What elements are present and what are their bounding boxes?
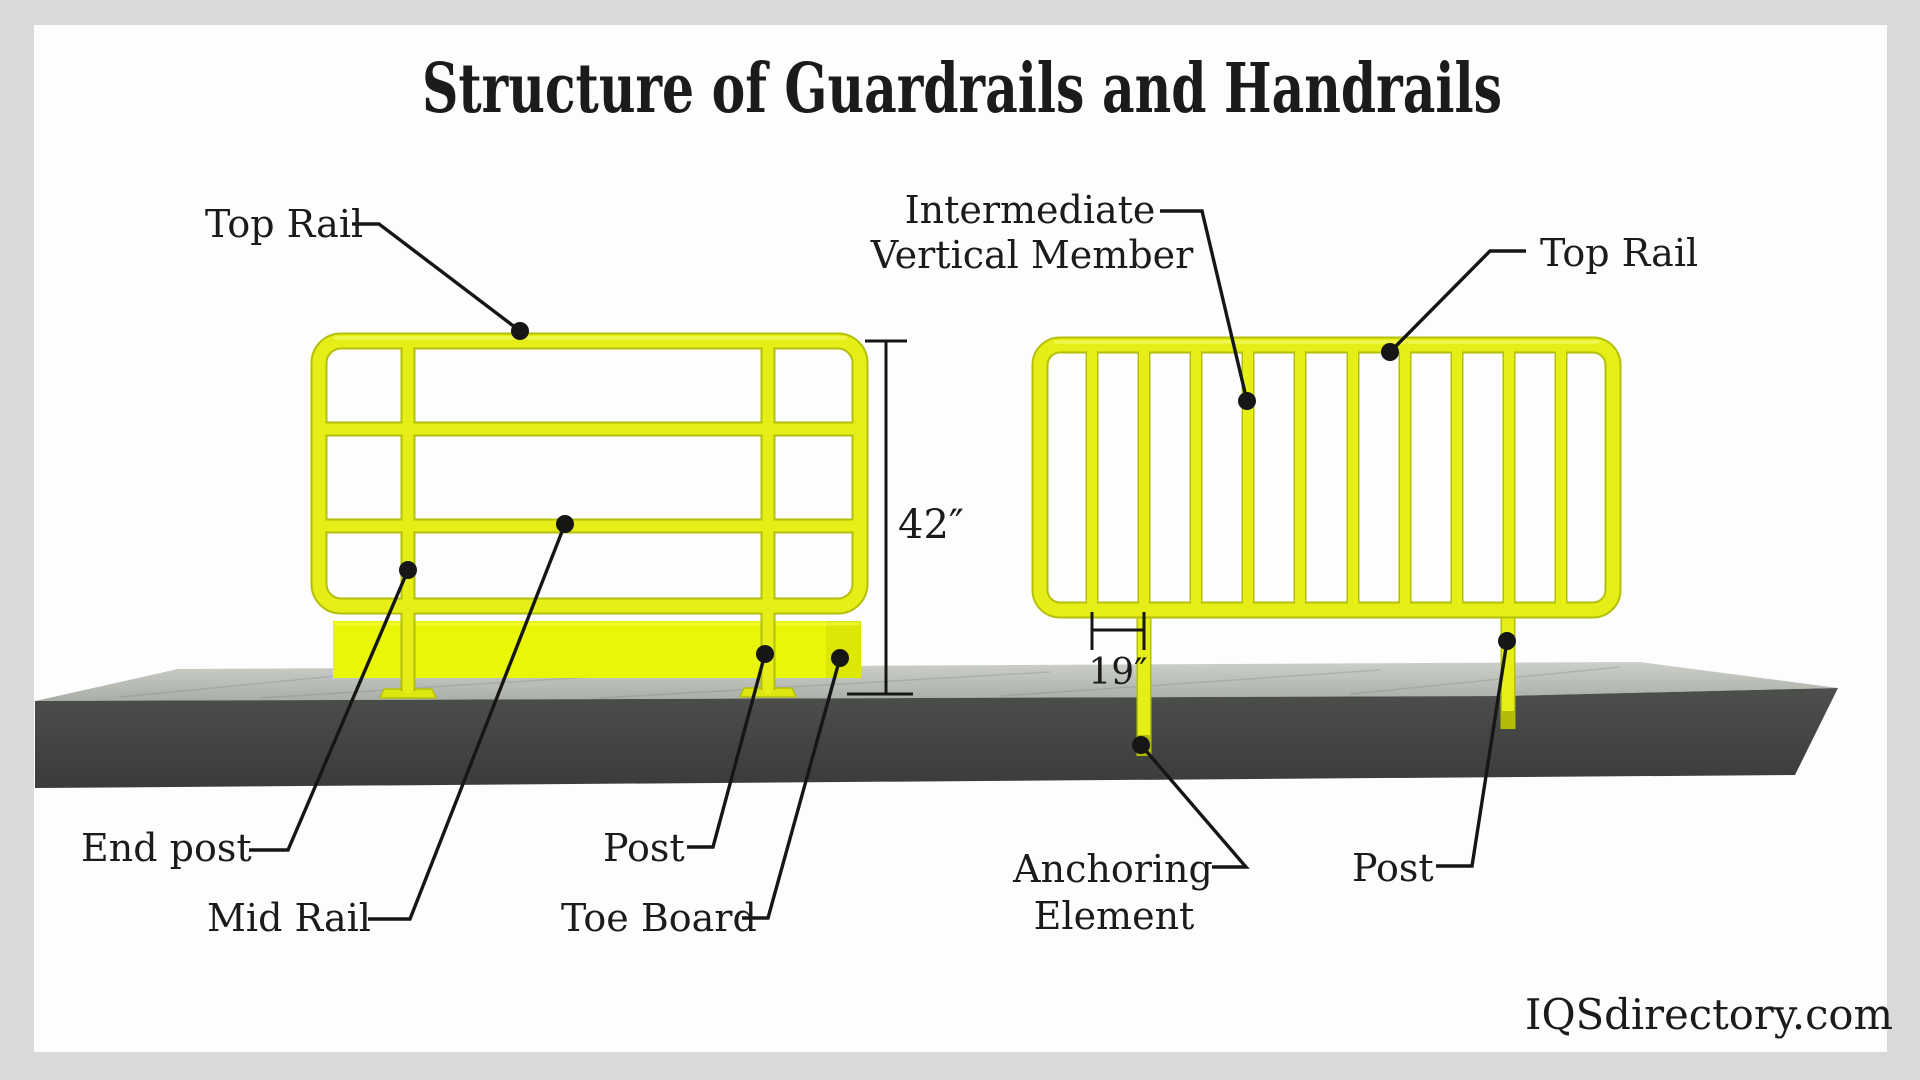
right-post-tip: [1502, 711, 1514, 728]
leader-mid-rail: [368, 523, 567, 921]
label-top-rail-left: Top Rail: [205, 202, 363, 246]
label-anchoring-line2: Element: [1034, 894, 1195, 938]
leader-top-rail-left: [352, 222, 522, 333]
left-rail-bright-pass: [312, 334, 867, 695]
leader-dot: [1498, 632, 1516, 650]
leader-intermediate-vertical-member: [1160, 209, 1249, 402]
leader-post-right: [1436, 640, 1509, 868]
leader-end-post: [249, 569, 410, 852]
platform: [35, 662, 1838, 788]
dimension-19: 19″: [1088, 612, 1148, 693]
label-toe-board: Toe Board: [561, 896, 757, 940]
label-top-rail-right: Top Rail: [1540, 231, 1698, 275]
label-post-right: Post: [1352, 846, 1434, 890]
leader-dot: [511, 322, 529, 340]
leader-dot: [1132, 736, 1150, 754]
leader-toe-board: [742, 657, 842, 920]
label-intermediate-line1: Intermediate: [905, 188, 1156, 232]
leader-dot: [399, 561, 417, 579]
page-background: [34, 25, 1887, 1052]
watermark: IQSdirectory.com: [1525, 990, 1893, 1039]
dimension-42: 42″: [847, 339, 964, 696]
left-rail-frame: [312, 334, 867, 613]
dim-19-label: 19″: [1088, 652, 1147, 693]
toe-board-shade: [826, 621, 861, 678]
right-rail-bright-pass: [1033, 338, 1620, 617]
left-guardrail: [310, 332, 869, 699]
leader-top-rail-right: [1388, 249, 1526, 354]
right-rail-frame: [1033, 338, 1620, 617]
dim-42-label: 42″: [898, 502, 964, 548]
leader-dot: [1381, 343, 1399, 361]
label-end-post: End post: [81, 826, 252, 870]
leader-anchoring-element: [1139, 743, 1250, 869]
leader-post-left: [687, 653, 767, 849]
label-intermediate-line2: Vertical Member: [870, 233, 1194, 277]
leader-dot: [1238, 392, 1256, 410]
platform-front-face: [35, 688, 1838, 788]
leader-lines: [249, 209, 1526, 921]
callout-labels: Top Rail Intermediate Vertical Member To…: [81, 188, 1698, 940]
right-guardrail: [1031, 336, 1622, 756]
page-title: Structure of Guardrails and Handrails: [422, 49, 1502, 129]
leader-dot: [831, 649, 849, 667]
leader-dot: [556, 515, 574, 533]
label-post-left: Post: [603, 826, 685, 870]
leader-dot: [756, 645, 774, 663]
label-anchoring-line1: Anchoring: [1012, 847, 1213, 891]
label-mid-rail: Mid Rail: [207, 896, 371, 940]
